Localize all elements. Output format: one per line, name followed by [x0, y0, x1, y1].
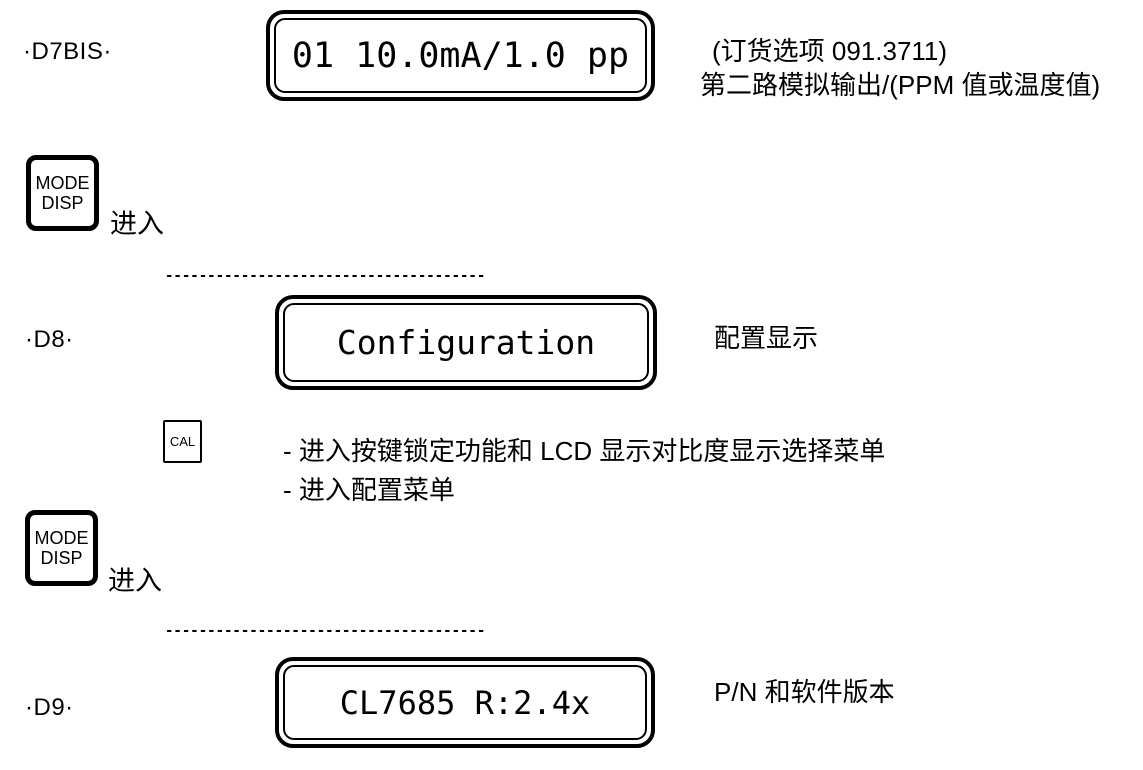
mode-disp-key-2-line1: MODE — [34, 528, 89, 548]
enter-label-1: 进入 — [110, 209, 164, 239]
lcd-display-d8: Configuration — [275, 295, 657, 390]
lcd-display-d9: CL7685 R:2.4x — [275, 657, 655, 748]
cal-note-2: - 进入配置菜单 — [283, 475, 455, 505]
annotation-d7bis-line1: (订货选项 091.3711) — [712, 36, 948, 66]
annotation-d9: P/N 和软件版本 — [714, 677, 895, 707]
mode-disp-key-2-line2: DISP — [40, 548, 83, 568]
mode-disp-key-1: MODE DISP — [26, 155, 99, 231]
step-label-d7bis: ·D7BIS· — [23, 38, 112, 65]
dashed-separator-1: -------------------------------------- — [165, 268, 486, 284]
cal-note-1: - 进入按键锁定功能和 LCD 显示对比度显示选择菜单 — [283, 436, 886, 466]
lcd-display-d9-inner: CL7685 R:2.4x — [283, 665, 647, 740]
lcd-display-d7bis: 01 10.0mA/1.0 pp — [266, 10, 655, 101]
lcd-display-d7bis-inner: 01 10.0mA/1.0 pp — [274, 18, 647, 93]
step-label-d9: ·D9· — [25, 694, 74, 721]
lcd-text-d9: CL7685 R:2.4x — [339, 683, 591, 722]
enter-label-2: 进入 — [108, 566, 162, 596]
cal-key: CAL — [163, 420, 202, 463]
annotation-d7bis-line2: 第二路模拟输出/(PPM 值或温度值) — [700, 70, 1101, 100]
step-label-d8: ·D8· — [25, 326, 74, 353]
annotation-d8: 配置显示 — [714, 323, 819, 353]
mode-disp-key-2: MODE DISP — [25, 510, 98, 586]
cal-key-label: CAL — [169, 434, 196, 449]
dashed-separator-2: -------------------------------------- — [165, 623, 486, 639]
mode-disp-key-1-line2: DISP — [41, 193, 84, 213]
mode-disp-key-1-line1: MODE — [35, 173, 90, 193]
lcd-text-d7bis: 01 10.0mA/1.0 pp — [291, 35, 630, 76]
lcd-text-d8: Configuration — [336, 323, 596, 362]
lcd-display-d8-inner: Configuration — [283, 303, 649, 382]
